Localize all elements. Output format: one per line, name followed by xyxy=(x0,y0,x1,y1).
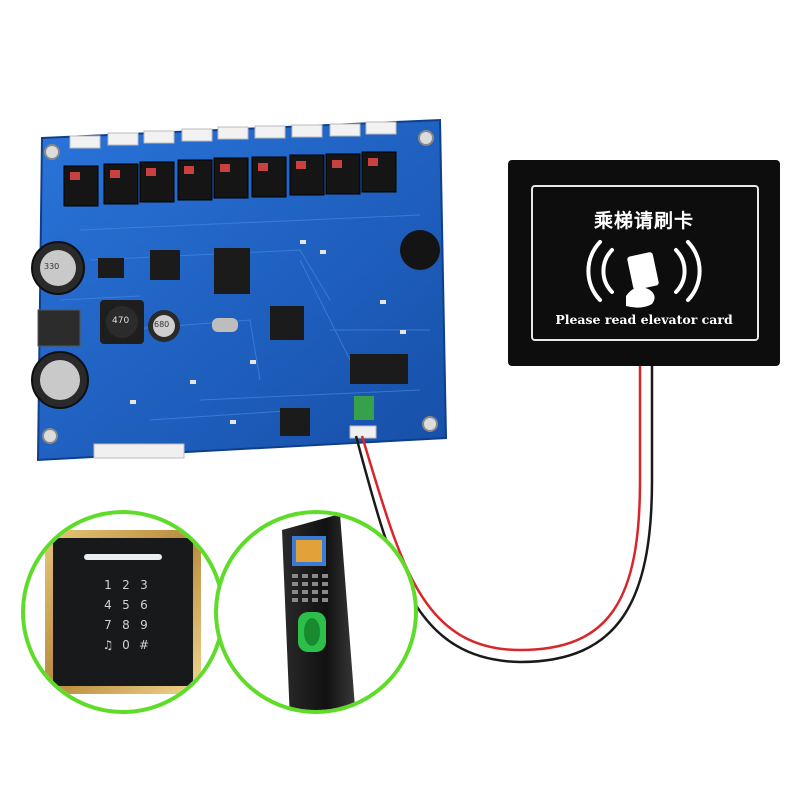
top-connectors xyxy=(69,121,397,149)
capacitor-label: 470 xyxy=(112,316,130,326)
keypad-key: 9 xyxy=(140,618,148,632)
relays xyxy=(63,151,397,207)
keypad-key: 0 xyxy=(122,638,130,652)
mounting-hole xyxy=(42,130,438,444)
keypad-key: 7 xyxy=(104,618,112,632)
hand-card-icon xyxy=(626,252,659,308)
reader-title: 乘梯请刷卡 xyxy=(593,210,694,232)
keypad-key: 3 xyxy=(140,578,148,592)
keypad-key: 2 xyxy=(122,578,130,592)
keypad-key: 4 xyxy=(104,598,112,612)
rfid-wave-icon xyxy=(586,240,702,302)
keypad-key: 6 xyxy=(140,598,148,612)
card-reader-panel xyxy=(508,160,780,366)
keypad-key: 5 xyxy=(122,598,130,612)
control-board xyxy=(31,118,448,462)
keypad-key: ♫ xyxy=(102,638,114,652)
keypad-key: 1 xyxy=(104,578,112,592)
keypad-device xyxy=(45,530,201,694)
buzzer xyxy=(400,230,440,270)
fingerprint-scanner xyxy=(282,514,356,710)
capacitor-label: 330 xyxy=(44,262,60,271)
keypad-key: # xyxy=(138,638,150,652)
reader-caption: Please read elevator card xyxy=(555,312,733,327)
capacitor-label: 680 xyxy=(154,320,170,329)
keypad-key: 8 xyxy=(122,618,130,632)
electrolytic-capacitor xyxy=(31,241,180,409)
